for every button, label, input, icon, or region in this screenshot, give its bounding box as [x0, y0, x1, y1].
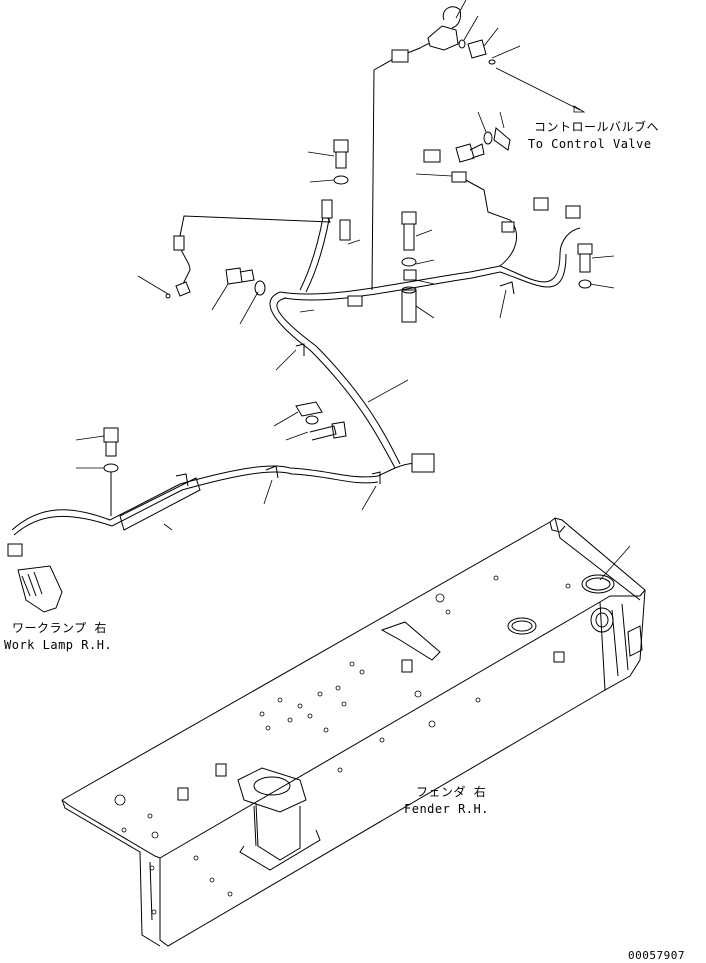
fender-rh	[61, 517, 646, 947]
work-lamp-label-jp: ワークランプ 右	[12, 621, 107, 635]
fender-holes	[114, 575, 571, 915]
hardware	[103, 6, 593, 516]
wire-harness	[7, 39, 581, 613]
leader-lines	[75, 0, 631, 581]
work-lamp-label-en: Work Lamp R.H.	[4, 638, 113, 652]
fender-label-jp: フェンダ 右	[416, 785, 487, 799]
control-valve-label-en: To Control Valve	[528, 137, 652, 151]
control-valve-label-jp: コントロールバルブヘ	[534, 120, 660, 134]
drawing-number: 00057907	[628, 949, 685, 962]
fender-label-en: Fender R.H.	[404, 802, 489, 816]
